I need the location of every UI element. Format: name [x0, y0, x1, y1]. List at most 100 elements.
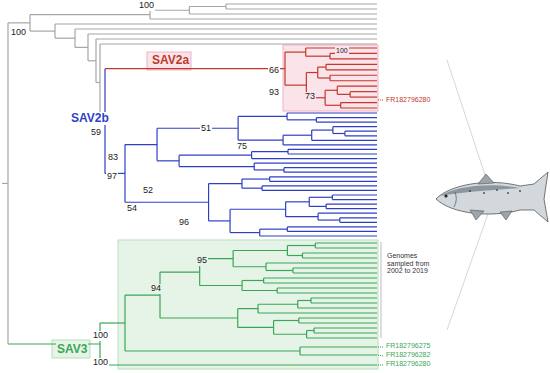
tree-branch [274, 320, 299, 321]
tree-branch [306, 72, 317, 73]
tree-branch [238, 139, 283, 140]
tree-branch [105, 68, 285, 69]
tree-branch [209, 183, 242, 184]
clade-label: SAV2b [70, 112, 110, 125]
tree-branch [340, 222, 377, 223]
tree-branch [293, 267, 377, 268]
salmon-spot [483, 192, 485, 194]
tip-label: FR182796280 [385, 360, 431, 368]
tree-branch [242, 178, 270, 179]
tree-branch [88, 60, 96, 61]
tree-branch [298, 307, 377, 308]
tree-branch [226, 3, 377, 4]
tree-branch [345, 131, 377, 132]
tree-branch [283, 144, 377, 145]
bootstrap-value: 96 [178, 218, 190, 228]
tree-branch [299, 322, 377, 323]
tree-branch [233, 266, 266, 267]
tree-branch [326, 208, 377, 209]
tree-branch [100, 364, 377, 365]
tree-branch [189, 6, 226, 7]
salmon-spot [519, 190, 521, 192]
tree-branch [287, 231, 377, 232]
bootstrap-value: 100 [10, 28, 27, 38]
tree-branch [179, 166, 254, 167]
tree-branch [100, 322, 125, 323]
tree-branch [285, 85, 306, 86]
tree-branch [75, 28, 377, 29]
tree-branch [238, 116, 287, 117]
tree-branch [315, 242, 377, 243]
tree-branch [157, 160, 179, 161]
tree-branch [277, 292, 377, 293]
bootstrap-value: 59 [90, 128, 102, 138]
tree-branch [287, 119, 316, 120]
tree-branch [252, 151, 288, 152]
tree-branch [264, 277, 377, 278]
bootstrap-value: 73 [304, 92, 316, 102]
tree-branch [125, 294, 160, 295]
tree-branch [286, 216, 318, 217]
tree-branch [55, 38, 75, 39]
tip-label: FR182796280 [385, 96, 431, 104]
tree-branch [274, 334, 307, 335]
pointer-line [447, 60, 488, 184]
tree-branch [88, 33, 377, 34]
tree-branch [318, 66, 326, 67]
tree-branch [316, 122, 377, 123]
bootstrap-value: 52 [142, 186, 154, 196]
bootstrap-value: 51 [200, 124, 212, 134]
tree-branch [150, 18, 377, 19]
tree-branch [242, 290, 277, 291]
tree-branch [150, 10, 189, 11]
salmon-spot [507, 192, 509, 194]
tree-branch [330, 80, 377, 81]
tip-label: FR182796282 [385, 351, 431, 359]
tree-branch [314, 327, 377, 328]
tree-branch [254, 169, 284, 170]
pointer-line [447, 214, 488, 330]
tree-branch [100, 43, 377, 44]
tree-branch [341, 102, 377, 103]
tree-branch [242, 188, 262, 189]
sav2a-band [283, 45, 378, 111]
tree-branch [125, 202, 209, 203]
tree-branch [333, 133, 345, 134]
sav3-band [118, 240, 378, 369]
tree-branch [326, 64, 377, 65]
tree-branch [300, 346, 377, 347]
tree-branch [125, 144, 157, 145]
tree-branch [8, 22, 30, 23]
tree-branch [160, 271, 200, 272]
salmon-fin [500, 211, 512, 220]
tree-branch [258, 304, 298, 305]
salmon-eye [444, 194, 447, 197]
tree-branch [157, 128, 238, 129]
bracket-line [381, 242, 382, 338]
tree-branch [312, 140, 377, 141]
tree-branch [333, 126, 377, 127]
tree-branch [230, 209, 286, 210]
tree-branch [258, 312, 377, 313]
tree-branch [288, 149, 377, 150]
tree-branch [75, 47, 88, 48]
tree-branch [277, 287, 377, 288]
tree-branch [350, 96, 377, 97]
tree-branch [309, 197, 332, 198]
tree-branch [337, 94, 350, 95]
tree-branch [288, 153, 377, 154]
leader-line [378, 355, 383, 356]
sav3-tag [52, 340, 90, 358]
tree-branch [306, 56, 330, 57]
tree-branch [316, 117, 377, 118]
tree-branch [345, 135, 377, 136]
sav2a-tag [147, 52, 191, 70]
tip-label: FR182796275 [385, 342, 431, 350]
tree-branch [284, 172, 377, 173]
bootstrap-value: 54 [126, 204, 138, 214]
clade-label: SAV2a [151, 54, 190, 67]
tree-branch [230, 232, 260, 233]
salmon-fin [478, 174, 494, 184]
tree-branch [350, 91, 377, 92]
